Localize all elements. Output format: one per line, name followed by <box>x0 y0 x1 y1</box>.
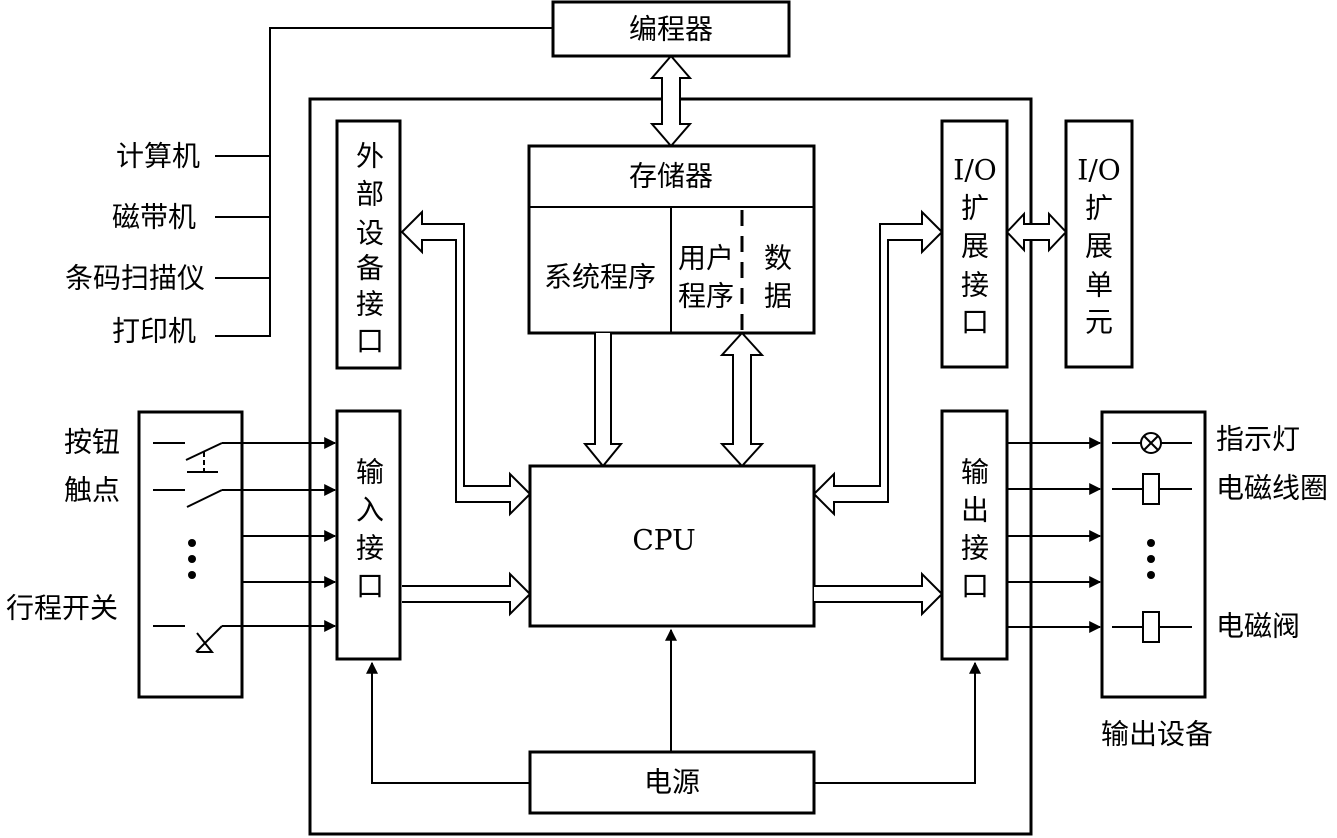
io-expansion-unit: I/O 扩 展 单 元 <box>1064 119 1134 369</box>
output-interface-char: 口 <box>961 570 989 603</box>
io-interface-char: 扩 <box>961 192 989 225</box>
user-data-cpu-double-arrow <box>719 331 765 468</box>
external-interface-char: 接 <box>356 288 384 321</box>
cpu-label: CPU <box>632 524 695 557</box>
programmer-label: 编程器 <box>629 13 713 46</box>
external-interface-char: 外 <box>356 140 384 173</box>
output-interface-char: 接 <box>961 532 989 565</box>
solenoid-valve-label: 电磁阀 <box>1216 610 1300 643</box>
programmer-block: 编程器 <box>551 0 791 58</box>
valve-symbol <box>1112 611 1192 643</box>
io-interface-cpu-double-arrow <box>812 209 944 517</box>
user-program-label-1: 用户 <box>678 242 734 275</box>
data-label-1: 数 <box>764 242 792 275</box>
system-program-label: 系统程序 <box>544 261 656 294</box>
system-program-to-cpu-arrow <box>582 333 624 468</box>
indicator-lamp-symbol <box>1112 432 1192 454</box>
external-interface-char: 设 <box>356 217 384 250</box>
solenoid-coil-label: 电磁线圈 <box>1216 472 1328 505</box>
input-interface-char: 入 <box>356 494 384 527</box>
output-interface-char: 出 <box>961 494 989 527</box>
input-interface-to-cpu-arrow <box>402 571 532 617</box>
input-ellipsis <box>188 539 196 579</box>
input-interface-char: 口 <box>356 570 384 603</box>
input-interface: 输 入 接 口 <box>335 409 402 661</box>
io-unit-char: 元 <box>1085 306 1113 339</box>
input-interface-char: 输 <box>356 456 384 489</box>
external-interface-char: 部 <box>356 178 384 211</box>
power-lines <box>366 628 981 784</box>
peripheral-bus <box>215 27 553 337</box>
power-label: 电源 <box>644 766 700 799</box>
io-interface-unit-double-arrow <box>1005 211 1068 253</box>
io-unit-char: 展 <box>1085 230 1113 263</box>
io-unit-char: 单 <box>1085 269 1113 302</box>
peripheral-barcode-scanner: 条码扫描仪 <box>65 262 205 295</box>
external-device-interface: 外 部 设 备 接 口 <box>335 119 402 370</box>
output-devices-label: 输出设备 <box>1101 718 1213 751</box>
contact-label: 触点 <box>64 474 120 507</box>
io-interface-char: 接 <box>961 269 989 302</box>
limit-switch-label: 行程开关 <box>6 592 118 625</box>
output-ellipsis <box>1147 539 1155 579</box>
io-unit-char: 扩 <box>1085 192 1113 225</box>
output-signal-arrows <box>1007 437 1102 633</box>
io-interface-char: 口 <box>961 306 989 339</box>
output-interface: 输 出 接 口 <box>940 409 1009 661</box>
io-expansion-interface: I/O 扩 展 接 口 <box>940 119 1009 369</box>
memory-block: 存储器 系统程序 用户 程序 数 据 <box>527 144 816 335</box>
power-block: 电源 <box>528 750 816 815</box>
coil-symbol <box>1112 473 1192 505</box>
peripheral-printer: 打印机 <box>112 315 196 348</box>
memory-label: 存储器 <box>629 160 713 193</box>
external-interface-char: 备 <box>356 252 384 285</box>
io-unit-char: I/O <box>1077 154 1120 187</box>
data-label-2: 据 <box>764 280 792 313</box>
contact-symbol <box>153 489 242 508</box>
programmer-memory-arrow <box>649 54 693 148</box>
external-interface-char: 口 <box>356 325 384 358</box>
output-interface-char: 输 <box>961 456 989 489</box>
input-interface-char: 接 <box>356 532 384 565</box>
input-signal-arrows <box>242 437 337 632</box>
indicator-lamp-label: 指示灯 <box>1216 423 1300 456</box>
io-interface-char: 展 <box>961 230 989 263</box>
peripheral-computer: 计算机 <box>116 140 200 173</box>
push-button-symbol <box>153 442 242 473</box>
cpu-block: CPU <box>528 464 816 628</box>
io-interface-char: I/O <box>953 154 996 187</box>
external-interface-cpu-double-arrow <box>400 209 532 517</box>
limit-switch-symbol <box>153 625 242 653</box>
input-device-box <box>137 410 244 699</box>
user-program-label-2: 程序 <box>678 280 734 313</box>
output-device-box <box>1100 410 1207 699</box>
button-label: 按钮 <box>64 426 120 459</box>
cpu-to-output-interface-arrow <box>814 571 944 617</box>
peripheral-tape-drive: 磁带机 <box>112 201 196 234</box>
